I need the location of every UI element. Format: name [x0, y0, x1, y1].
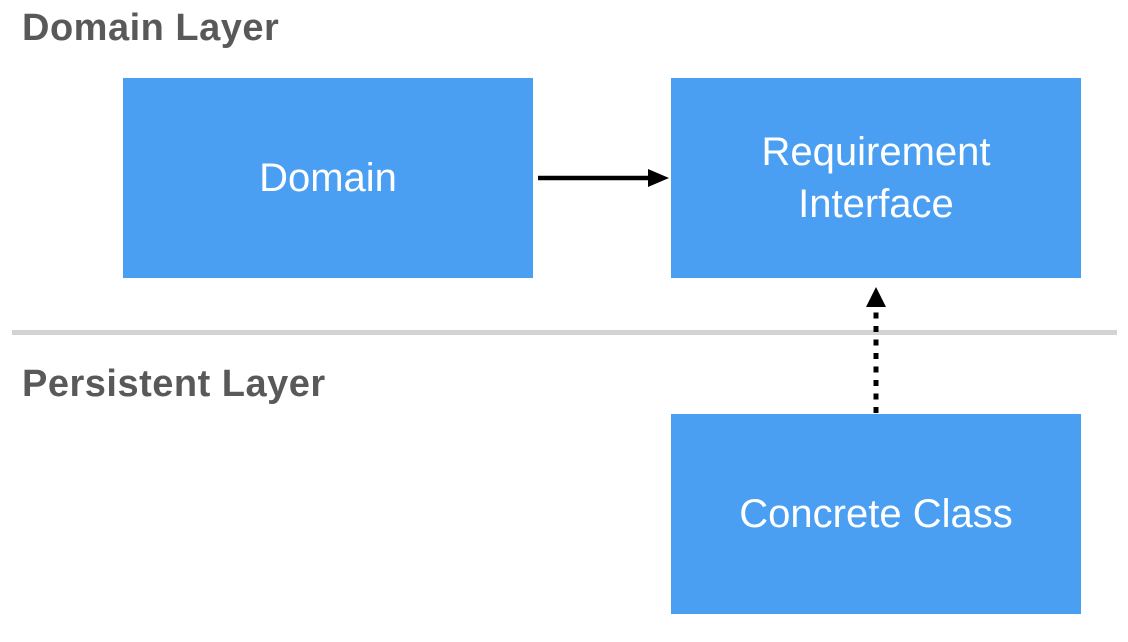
dashed-implements-arrow [866, 287, 886, 413]
domain-node-label: Domain [259, 156, 397, 200]
concrete-class-node-label: Concrete Class [739, 492, 1013, 536]
dashed-arrow-head [866, 287, 886, 307]
persistent-layer-label: Persistent Layer [22, 363, 326, 405]
layer-divider-line [12, 330, 1117, 335]
solid-dependency-arrow [538, 169, 669, 187]
domain-layer-label: Domain Layer [22, 7, 280, 49]
concrete-class-node: Concrete Class [671, 414, 1081, 614]
requirement-interface-node: Requirement Interface [671, 78, 1081, 278]
requirement-interface-node-label: Requirement Interface [761, 130, 991, 226]
solid-arrow-head [648, 169, 669, 187]
domain-node: Domain [123, 78, 533, 278]
